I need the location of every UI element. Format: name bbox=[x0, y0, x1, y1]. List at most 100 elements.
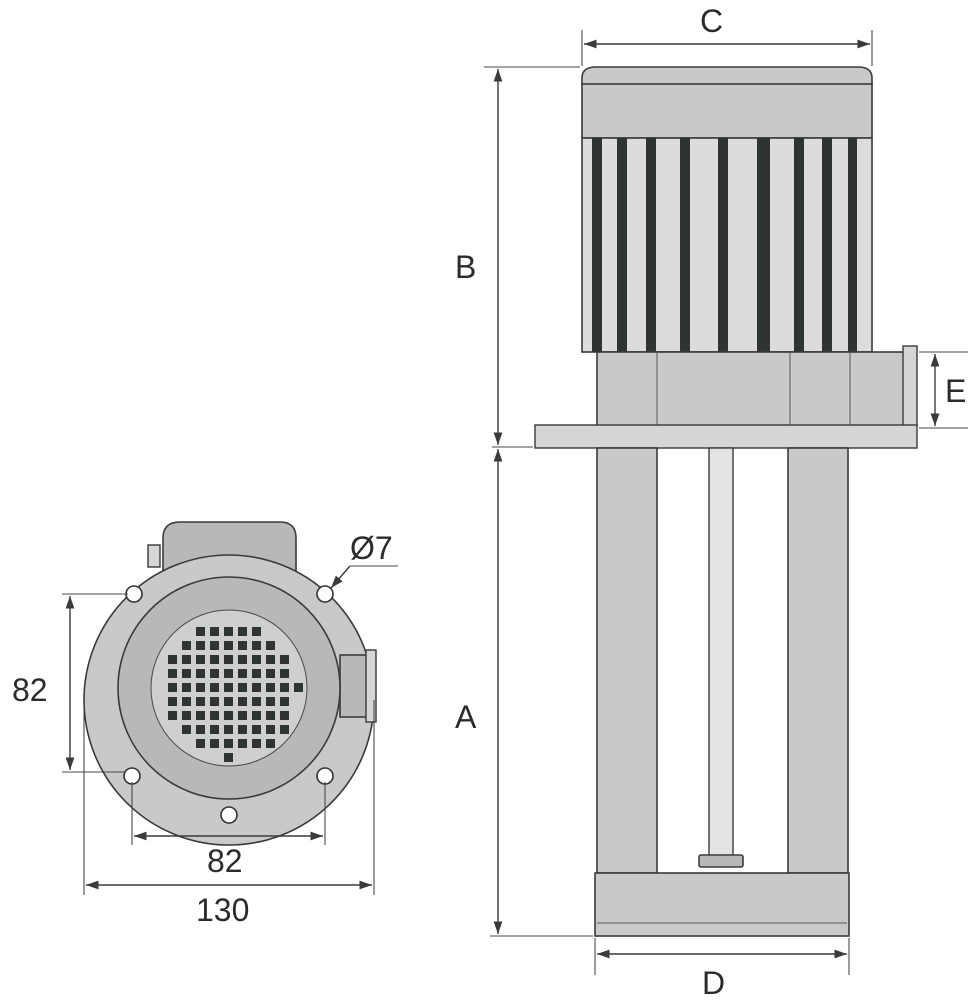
grille-slot bbox=[224, 669, 233, 678]
mounting-plate bbox=[534, 424, 918, 449]
grille-slot bbox=[266, 641, 275, 650]
grille-slot bbox=[238, 739, 247, 748]
grille-slot bbox=[196, 627, 205, 636]
grille-slot bbox=[210, 641, 219, 650]
grille-slot bbox=[224, 753, 233, 762]
overall-diameter-dimension: 130 bbox=[83, 700, 375, 928]
column-left-leg bbox=[596, 447, 658, 874]
grille-slot bbox=[266, 711, 275, 720]
grille-slot bbox=[252, 655, 261, 664]
grille-slot bbox=[238, 655, 247, 664]
grille-slot bbox=[168, 711, 177, 720]
grille-slot bbox=[224, 627, 233, 636]
grille-slot bbox=[252, 683, 261, 692]
column-right-leg bbox=[787, 447, 849, 874]
grille-slot bbox=[252, 725, 261, 734]
pump-base bbox=[594, 872, 850, 937]
grille-slot bbox=[210, 655, 219, 664]
grille-slot bbox=[294, 683, 303, 692]
dimension-c: C bbox=[581, 3, 873, 66]
dimension-e: E bbox=[919, 351, 968, 429]
grille-slot bbox=[210, 697, 219, 706]
grille-slot bbox=[280, 725, 289, 734]
cooling-fin bbox=[794, 138, 804, 352]
grille-slot bbox=[224, 655, 233, 664]
grille-slot bbox=[266, 655, 275, 664]
grille-slot bbox=[266, 725, 275, 734]
grille-slot bbox=[252, 627, 261, 636]
grille-slot bbox=[252, 697, 261, 706]
impeller-nut bbox=[698, 854, 744, 868]
cooling-fin bbox=[757, 138, 770, 352]
grille-slot bbox=[238, 725, 247, 734]
dimension-a-label: A bbox=[455, 699, 477, 735]
side-view: B A C D E bbox=[455, 3, 968, 1001]
mounting-hole-top-left bbox=[125, 585, 143, 603]
cooling-fin bbox=[822, 138, 832, 352]
grille-slot bbox=[182, 697, 191, 706]
grille-slot bbox=[224, 725, 233, 734]
cooling-fins bbox=[592, 138, 857, 352]
grille-slot bbox=[224, 739, 233, 748]
grille-slot bbox=[252, 711, 261, 720]
grille-slot bbox=[182, 711, 191, 720]
grille-slot bbox=[238, 641, 247, 650]
grille-slot bbox=[238, 711, 247, 720]
grille-slot bbox=[196, 697, 205, 706]
grille-slot bbox=[210, 669, 219, 678]
side-junction-cap bbox=[365, 649, 377, 723]
grille-slot bbox=[168, 669, 177, 678]
grille-slot bbox=[196, 683, 205, 692]
cable-gland bbox=[147, 544, 161, 568]
grille-slot bbox=[196, 725, 205, 734]
dimension-a: A bbox=[455, 449, 593, 937]
cooling-fin bbox=[646, 138, 656, 352]
mounting-hole-bottom-right bbox=[316, 767, 334, 785]
grille-slot bbox=[182, 725, 191, 734]
grille-slot bbox=[210, 683, 219, 692]
grille-slot bbox=[182, 655, 191, 664]
cooling-fin bbox=[680, 138, 690, 352]
coupling-housing bbox=[596, 351, 908, 427]
fan-grille bbox=[150, 609, 308, 767]
grille-slot bbox=[182, 683, 191, 692]
grille-slot bbox=[210, 711, 219, 720]
grille-slot bbox=[280, 669, 289, 678]
grille-slot bbox=[224, 683, 233, 692]
cooling-fin bbox=[718, 138, 728, 352]
grille-slot bbox=[238, 669, 247, 678]
motor-top-cap bbox=[581, 66, 873, 86]
grille-slot bbox=[168, 683, 177, 692]
vertical-spacing-dimension: 82 bbox=[12, 593, 128, 773]
motor-upper-band bbox=[581, 83, 873, 139]
grille-slot bbox=[196, 739, 205, 748]
dimension-d: D bbox=[594, 938, 850, 1001]
mounting-hole-bottom-left bbox=[123, 767, 141, 785]
grille-slot bbox=[266, 683, 275, 692]
grille-slot bbox=[224, 697, 233, 706]
grille-slot bbox=[280, 697, 289, 706]
dimension-d-label: D bbox=[702, 965, 725, 1001]
dimension-e-label: E bbox=[945, 373, 966, 409]
grille-slot bbox=[168, 655, 177, 664]
grille-slot bbox=[210, 739, 219, 748]
grille-slot bbox=[280, 683, 289, 692]
grille-slot bbox=[238, 697, 247, 706]
grille-slot bbox=[238, 627, 247, 636]
cooling-fin bbox=[617, 138, 627, 352]
grille-slot bbox=[196, 655, 205, 664]
grille-slot bbox=[266, 669, 275, 678]
pump-shaft bbox=[708, 447, 734, 859]
grille-slot bbox=[252, 739, 261, 748]
overall-diameter-label: 130 bbox=[196, 892, 249, 928]
cooling-fin bbox=[848, 138, 857, 352]
grille-slot bbox=[252, 641, 261, 650]
vertical-spacing-label: 82 bbox=[12, 672, 48, 708]
dimension-b-label: B bbox=[455, 249, 476, 285]
grille-slot bbox=[196, 641, 205, 650]
hole-diameter-callout: Ø7 bbox=[330, 530, 398, 589]
grille-slot bbox=[266, 739, 275, 748]
grille-slot bbox=[252, 669, 261, 678]
grille-slot bbox=[182, 669, 191, 678]
